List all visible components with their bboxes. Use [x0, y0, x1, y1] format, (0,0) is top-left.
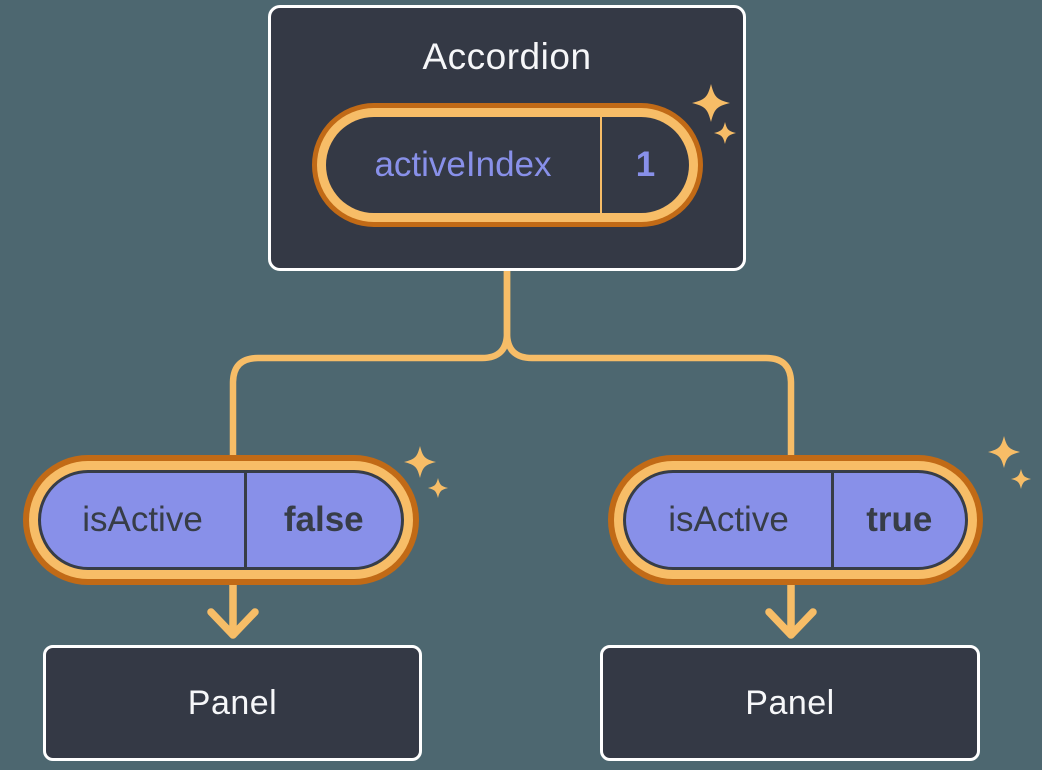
sparkle-icon	[404, 446, 436, 478]
down-arrow-icon	[765, 581, 817, 639]
panel-box-left: Panel	[43, 645, 422, 761]
sparkle-icon	[1011, 469, 1031, 489]
prop-pill-band: isActive false	[29, 461, 413, 579]
sparkle-icon	[428, 478, 448, 498]
accordion-component-box: Accordion activeIndex 1	[268, 5, 746, 271]
prop-value: true	[866, 500, 933, 539]
sparkle-icon	[988, 436, 1020, 468]
prop-name: isActive	[668, 500, 789, 539]
tree-connector-left	[229, 271, 511, 455]
pill-divider	[600, 117, 602, 213]
prop-pill-core: isActive false	[38, 470, 404, 570]
accordion-title: Accordion	[422, 36, 592, 77]
prop-pill-left: isActive false	[23, 455, 419, 585]
state-name: activeIndex	[374, 145, 552, 184]
state-value: 1	[635, 145, 656, 184]
tree-connector-right	[503, 271, 795, 455]
panel-title: Panel	[187, 683, 278, 722]
prop-pill-right: isActive true	[608, 455, 983, 585]
panel-title: Panel	[745, 683, 835, 722]
state-pill-band: activeIndex 1	[317, 108, 698, 222]
state-pill-core: activeIndex 1	[326, 117, 689, 213]
prop-value: false	[283, 500, 364, 539]
panel-box-right: Panel	[600, 645, 980, 761]
prop-name: isActive	[82, 500, 203, 539]
pill-divider	[831, 473, 834, 567]
state-pill: activeIndex 1	[312, 103, 703, 227]
prop-pill-core: isActive true	[623, 470, 968, 570]
prop-pill-band: isActive true	[614, 461, 977, 579]
pill-divider	[244, 473, 247, 567]
down-arrow-icon	[207, 581, 259, 639]
